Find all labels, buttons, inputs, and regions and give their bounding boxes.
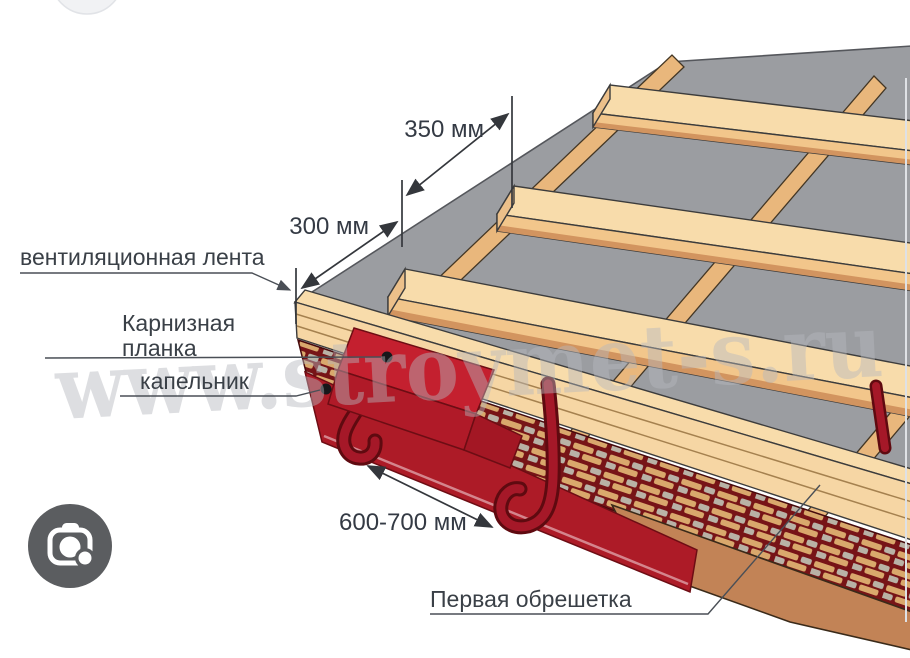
dim-600-700-label: 600-700 мм [339, 509, 467, 536]
dimension-350: 350 мм [401, 96, 513, 247]
lens-camera-button[interactable] [28, 504, 112, 588]
label-drip-edge: капельник [140, 368, 250, 394]
label-first-batten: Первая обрешетка [430, 586, 632, 612]
label-eaves-strip-line1: Карнизная [122, 310, 235, 336]
eaves-flashing-plate [327, 327, 523, 469]
label-eaves-strip-line2: планка [122, 335, 197, 361]
camera-lens-icon [47, 523, 95, 568]
dimension-600-700: 600-700 мм [339, 465, 494, 536]
screw-dot-lower [320, 383, 332, 395]
callouts: вентиляционная лента Карнизная планка ка… [20, 244, 821, 615]
battens [386, 82, 910, 417]
top-partial-button[interactable] [51, 0, 123, 15]
dimension-300: 300 мм [289, 213, 399, 324]
dim-350-label: 350 мм [404, 116, 484, 143]
label-ventilation-tape: вентиляционная лента [20, 244, 265, 270]
dim-300-label: 300 мм [289, 213, 369, 240]
screw-dot-upper [381, 351, 393, 363]
